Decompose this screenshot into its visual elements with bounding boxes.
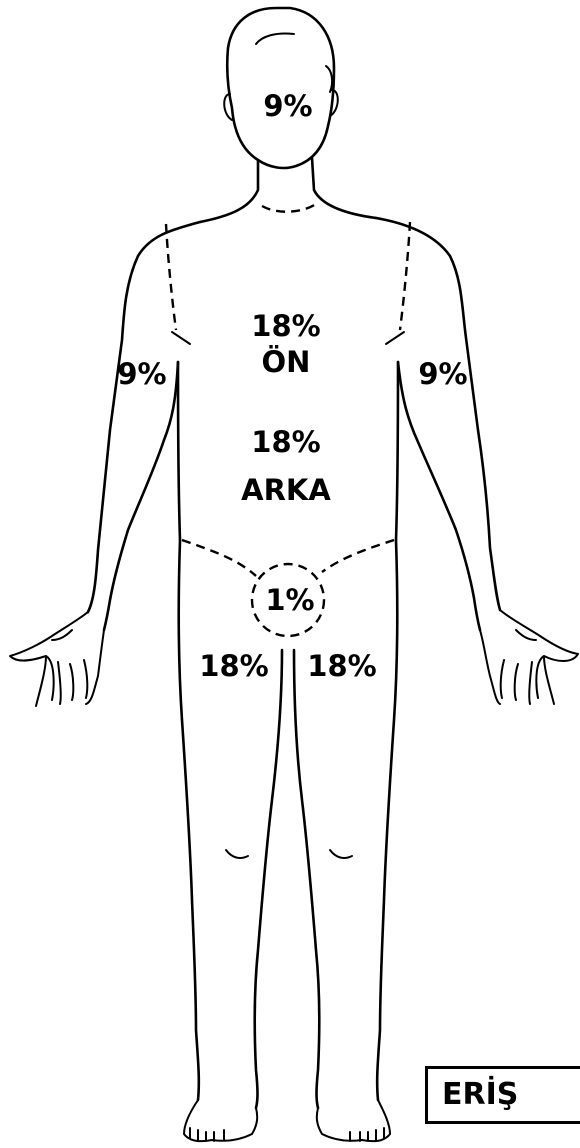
left-armpit: [172, 332, 190, 344]
right-leg-outer: [377, 540, 397, 1100]
left-arm-outer: [88, 222, 200, 612]
ear-detail: [326, 66, 332, 92]
right-leg-inner: [294, 650, 319, 1108]
right-foot: [317, 1100, 390, 1141]
adult-label-text: ERİŞ: [442, 1077, 518, 1112]
right-armpit: [386, 332, 404, 344]
right-knee: [330, 850, 352, 858]
right-shoulder-dash: [400, 222, 410, 330]
neck-left: [200, 160, 258, 222]
left-arm-percent: 9%: [418, 357, 467, 391]
genital-percent: 1%: [265, 583, 314, 617]
left-leg-percent: 18%: [307, 649, 376, 683]
left-shoulder-dash: [166, 224, 176, 330]
torso-front-label: ÖN: [262, 345, 311, 379]
torso-right: [396, 362, 398, 540]
hair-line: [256, 33, 294, 44]
right-arm-outer: [376, 218, 500, 610]
neck-dash: [262, 204, 316, 212]
left-foot: [184, 1100, 257, 1141]
left-leg-outer: [179, 540, 199, 1100]
left-arm-inner: [104, 362, 178, 630]
left-leg-inner: [255, 650, 282, 1108]
neck-right: [312, 158, 376, 218]
head-outline: [227, 8, 334, 168]
groin-dash-right: [322, 540, 394, 572]
left-knee: [226, 850, 248, 858]
torso-front-percent: 18%: [251, 309, 320, 343]
head-percent: 9%: [263, 89, 312, 123]
right-leg-percent: 18%: [199, 649, 268, 683]
right-arm-percent: 9%: [117, 357, 166, 391]
torso-back-label: ARKA: [241, 473, 331, 507]
torso-left: [178, 362, 180, 540]
torso-back-percent: 18%: [251, 425, 320, 459]
groin-dash-left: [182, 540, 256, 576]
right-arm-inner: [398, 362, 480, 630]
left-hand: [10, 612, 104, 706]
right-hand: [480, 610, 578, 704]
adult-label-box: ERİŞ: [425, 1066, 580, 1124]
